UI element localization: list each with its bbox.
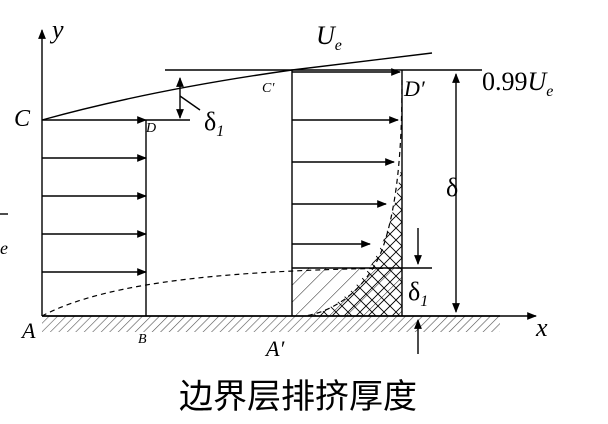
- wall-hatch: [42, 316, 500, 332]
- boundary-layer-velocity-arrows: [292, 68, 401, 248]
- delta1-top-leader: [179, 95, 201, 111]
- label-C-prime: C′: [262, 81, 275, 96]
- delta1-bottom-label: δ1: [408, 277, 428, 310]
- Ue099-label: 0.99Ue: [482, 67, 553, 100]
- Ue099-sub: e: [546, 83, 553, 100]
- delta-label: δ: [446, 173, 458, 202]
- label-A-prime: A′: [264, 336, 285, 361]
- y-axis-label: y: [49, 15, 64, 44]
- Ue-top-sub: e: [335, 37, 342, 54]
- delta1-top-sub: 1: [216, 123, 224, 140]
- Ue099-U: U: [528, 67, 549, 96]
- velocity-profile-curve: [304, 79, 403, 317]
- label-D-prime: D′: [403, 76, 426, 101]
- Ue-top-label: Ue: [316, 21, 342, 54]
- delta1-top-label: δ1: [204, 107, 224, 140]
- label-C: C: [14, 106, 31, 132]
- velocity-deficit-hatch: [305, 160, 402, 316]
- caption: 边界层排挤厚度: [179, 378, 417, 416]
- Ue-left-sub: e: [0, 238, 8, 258]
- Ue-top-U: U: [316, 21, 337, 50]
- outer-streamline: [41, 52, 433, 121]
- delta1-bottom-symbol: δ: [408, 277, 420, 306]
- x-axis-label: x: [535, 313, 548, 342]
- delta1-bottom-sub: 1: [420, 293, 428, 310]
- label-A: A: [20, 318, 36, 343]
- label-D: D: [145, 121, 156, 136]
- label-B: B: [138, 332, 147, 347]
- Ue099-prefix: 0.99: [482, 67, 528, 96]
- inlet-velocity-profile: [42, 116, 147, 316]
- delta1-top-symbol: δ: [204, 107, 216, 136]
